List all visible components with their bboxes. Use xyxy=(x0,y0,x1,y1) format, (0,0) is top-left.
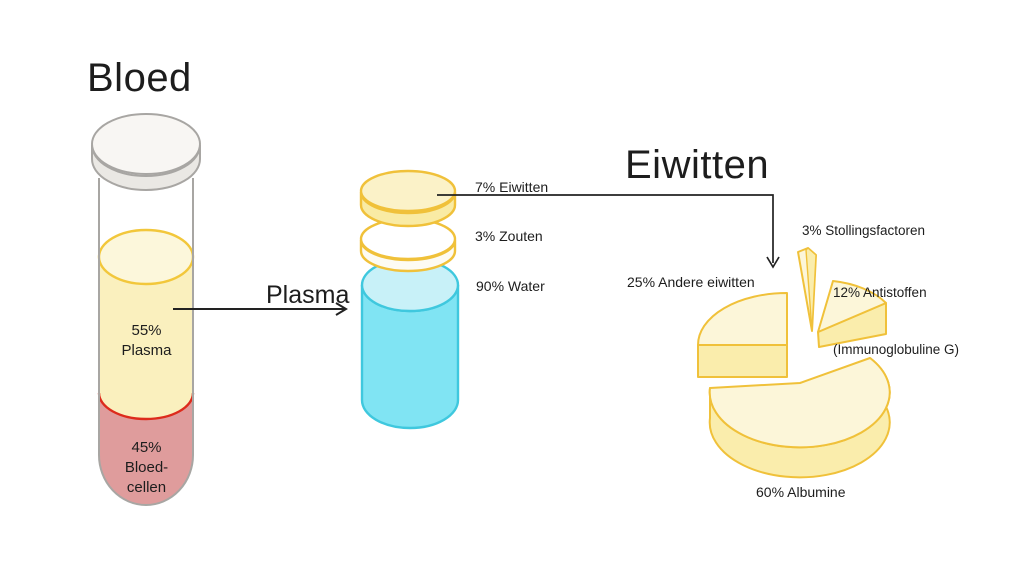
plasma-segment-label: 55% Plasma xyxy=(99,321,194,361)
eiwitten-disk-side xyxy=(359,191,457,228)
eiwitten-arrowhead-icon xyxy=(766,256,780,269)
plasma-surface xyxy=(97,228,195,286)
protein-pie xyxy=(697,247,891,479)
tube-glass-outline xyxy=(98,178,194,506)
antistoffen-slice-label: 12% Antistoffen (Immunoglobuline G) xyxy=(833,245,959,378)
antistoffen-slice-top xyxy=(817,280,887,333)
plasma-arrowhead-icon xyxy=(335,302,348,316)
blood-title: Bloed xyxy=(87,56,192,100)
plasma-name: Plasma xyxy=(121,342,172,359)
andere-eiwitten-slice-label: 25% Andere eiwitten xyxy=(627,274,755,290)
plasma-arrow-label: Plasma xyxy=(266,281,350,309)
tube-cap-side xyxy=(91,144,201,191)
bloodcells-percent: 45% xyxy=(131,439,162,456)
albumine-slice-top xyxy=(708,357,891,449)
andere-eiwitten-slice-top xyxy=(697,292,788,346)
albumine-slice-label: 60% Albumine xyxy=(756,484,846,500)
antistoffen-label-line1: 12% Antistoffen xyxy=(833,285,927,300)
eiwitten-component-label: 7% Eiwitten xyxy=(475,179,549,195)
tube-cap-top xyxy=(91,113,201,175)
bloodcells-name-line1: Bloed- xyxy=(124,459,169,476)
antistoffen-label-line2: (Immunoglobuline G) xyxy=(833,342,960,357)
plasma-percent: 55% xyxy=(131,322,162,339)
bloodcells-segment-label: 45% Bloed- cellen xyxy=(99,438,194,498)
test-tube xyxy=(91,113,201,506)
plasma-layer xyxy=(99,257,193,419)
plasma-bloodcells-boundary xyxy=(97,392,195,421)
stollingsfactoren-slice-label: 3% Stollingsfactoren xyxy=(802,223,926,238)
eiwitten-title: Eiwitten xyxy=(625,143,770,187)
bloodcells-layer xyxy=(99,393,193,505)
water-component-label: 90% Water xyxy=(476,278,545,294)
eiwitten-pointer-line xyxy=(437,194,774,263)
plasma-stack xyxy=(359,169,460,430)
eiwitten-disk-top xyxy=(359,169,457,213)
zouten-component-label: 3% Zouten xyxy=(475,228,543,244)
bloodcells-name-line2: cellen xyxy=(126,479,167,496)
andere-eiwitten-slice-front xyxy=(697,344,788,378)
stollingsfactoren-slice-side xyxy=(805,247,817,332)
eiwitten-pointer xyxy=(437,194,780,269)
plasma-arrow xyxy=(173,302,348,316)
